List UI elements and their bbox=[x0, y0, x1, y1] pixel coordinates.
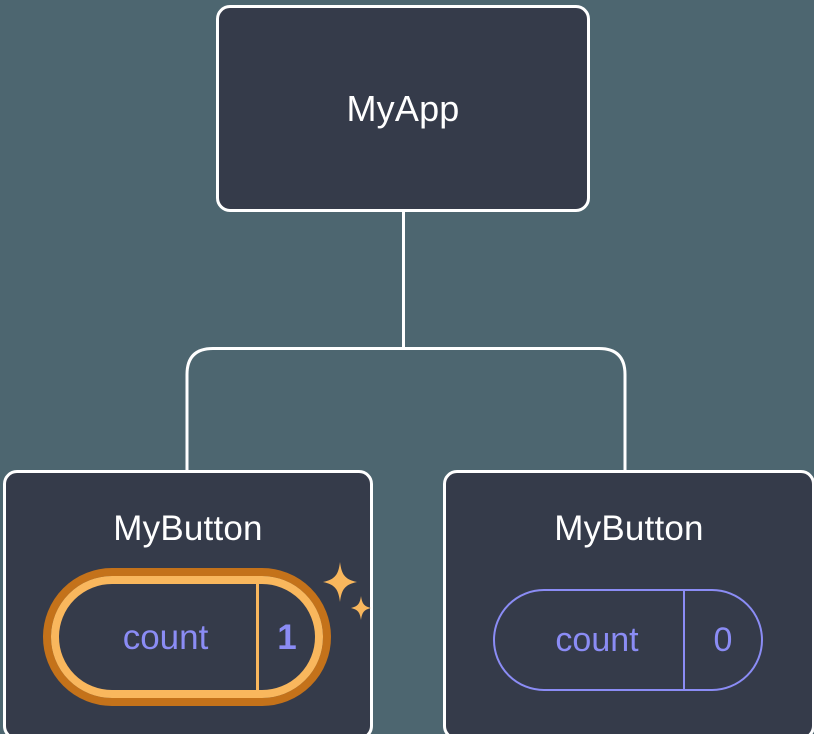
node-myapp-label: MyApp bbox=[346, 87, 460, 129]
connector-bracket-left bbox=[185, 347, 404, 470]
state-key-left: count bbox=[59, 584, 259, 690]
node-mybutton-right-label: MyButton bbox=[554, 509, 704, 548]
state-pill-highlighted-inner: count 1 bbox=[51, 576, 323, 698]
state-pill-highlighted[interactable]: count 1 bbox=[43, 568, 331, 706]
node-myapp[interactable]: MyApp bbox=[216, 5, 590, 212]
state-value-left: 1 bbox=[277, 617, 297, 657]
node-mybutton-left-label: MyButton bbox=[113, 509, 263, 548]
state-key-right: count bbox=[495, 591, 685, 689]
state-pill-left-wrapper: count 1 bbox=[43, 568, 331, 706]
connector-bracket-right bbox=[403, 347, 627, 470]
state-pill-right-wrapper: count 0 bbox=[493, 589, 763, 691]
state-value-right: 0 bbox=[713, 621, 733, 659]
state-pill-plain[interactable]: count 0 bbox=[493, 589, 763, 691]
